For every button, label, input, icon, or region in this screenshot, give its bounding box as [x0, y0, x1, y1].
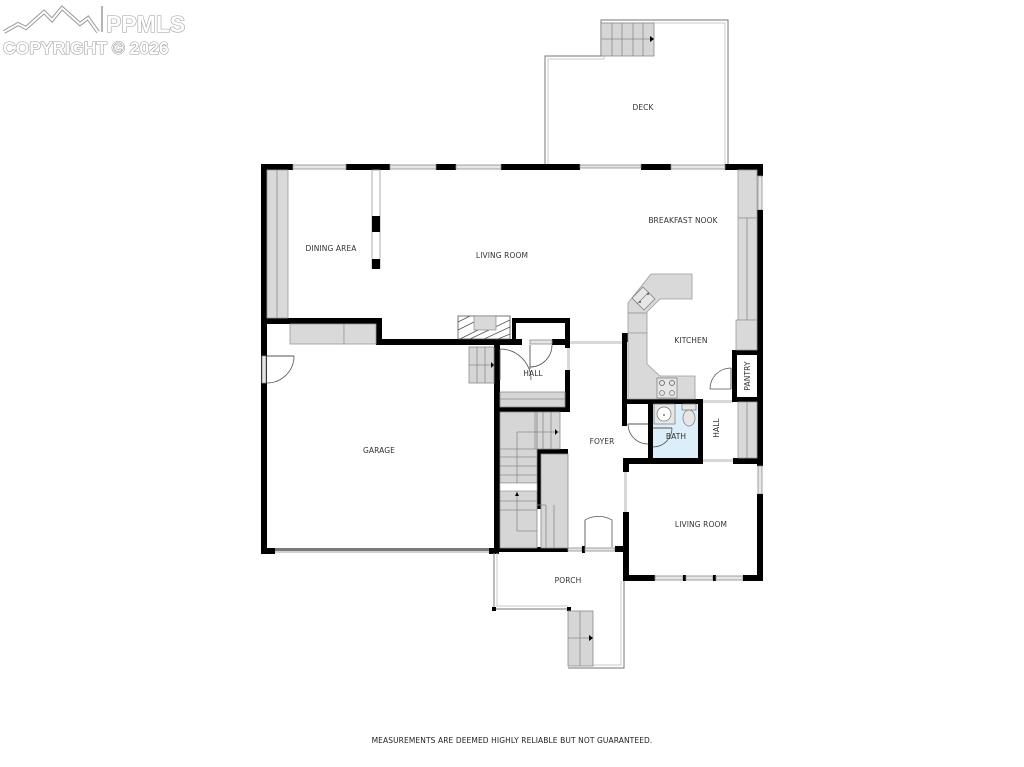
deck-area — [544, 19, 729, 165]
room-label-porch: PORCH — [555, 576, 582, 585]
copyright-text: COPYRIGHT © 2026 — [3, 38, 169, 58]
brand-name: PPMLS — [106, 11, 185, 37]
stair-direction-arrow-icon — [589, 635, 593, 641]
bath-sink — [653, 403, 676, 425]
room-label-foyer: FOYER — [590, 437, 615, 446]
porch-stairs — [567, 610, 594, 667]
fixtures — [266, 169, 758, 459]
room-label-pantry: PANTRY — [743, 361, 752, 391]
deck-stairs — [600, 22, 655, 57]
measurement-disclaimer: MEASUREMENTS ARE DEEMED HIGHLY RELIABLE … — [371, 736, 653, 745]
fireplace — [457, 315, 511, 340]
stair-direction-arrow-icon — [650, 36, 654, 42]
room-label-breakfast-nook: BREAKFAST NOOK — [648, 216, 718, 225]
doors — [261, 339, 732, 547]
stair-direction-arrow-icon — [491, 362, 494, 368]
room-label-hall-upper: HALL — [523, 369, 543, 378]
room-label-kitchen: KITCHEN — [674, 336, 707, 345]
room-label-dining-area: DINING AREA — [306, 244, 358, 253]
room-labels: DECK DINING AREA LIVING ROOM BREAKFAST N… — [306, 103, 752, 585]
stair-direction-arrow-icon — [555, 429, 558, 435]
kitchen-sink — [631, 286, 656, 311]
room-label-deck: DECK — [632, 103, 654, 112]
room-label-living-room-main: LIVING ROOM — [476, 251, 528, 260]
room-label-garage: GARAGE — [363, 446, 395, 455]
toilet — [681, 403, 697, 427]
interior-stairs — [468, 346, 569, 549]
stove — [656, 377, 678, 399]
interior-walls — [261, 169, 763, 581]
porch-area — [492, 553, 625, 669]
stair-direction-arrow-icon — [515, 492, 519, 496]
room-label-bath: BATH — [666, 432, 686, 441]
room-label-hall-side: HALL — [712, 418, 721, 438]
room-label-living-room-front: LIVING ROOM — [675, 520, 727, 529]
ppmls-watermark: PPMLS COPYRIGHT © 2026 — [2, 5, 186, 58]
